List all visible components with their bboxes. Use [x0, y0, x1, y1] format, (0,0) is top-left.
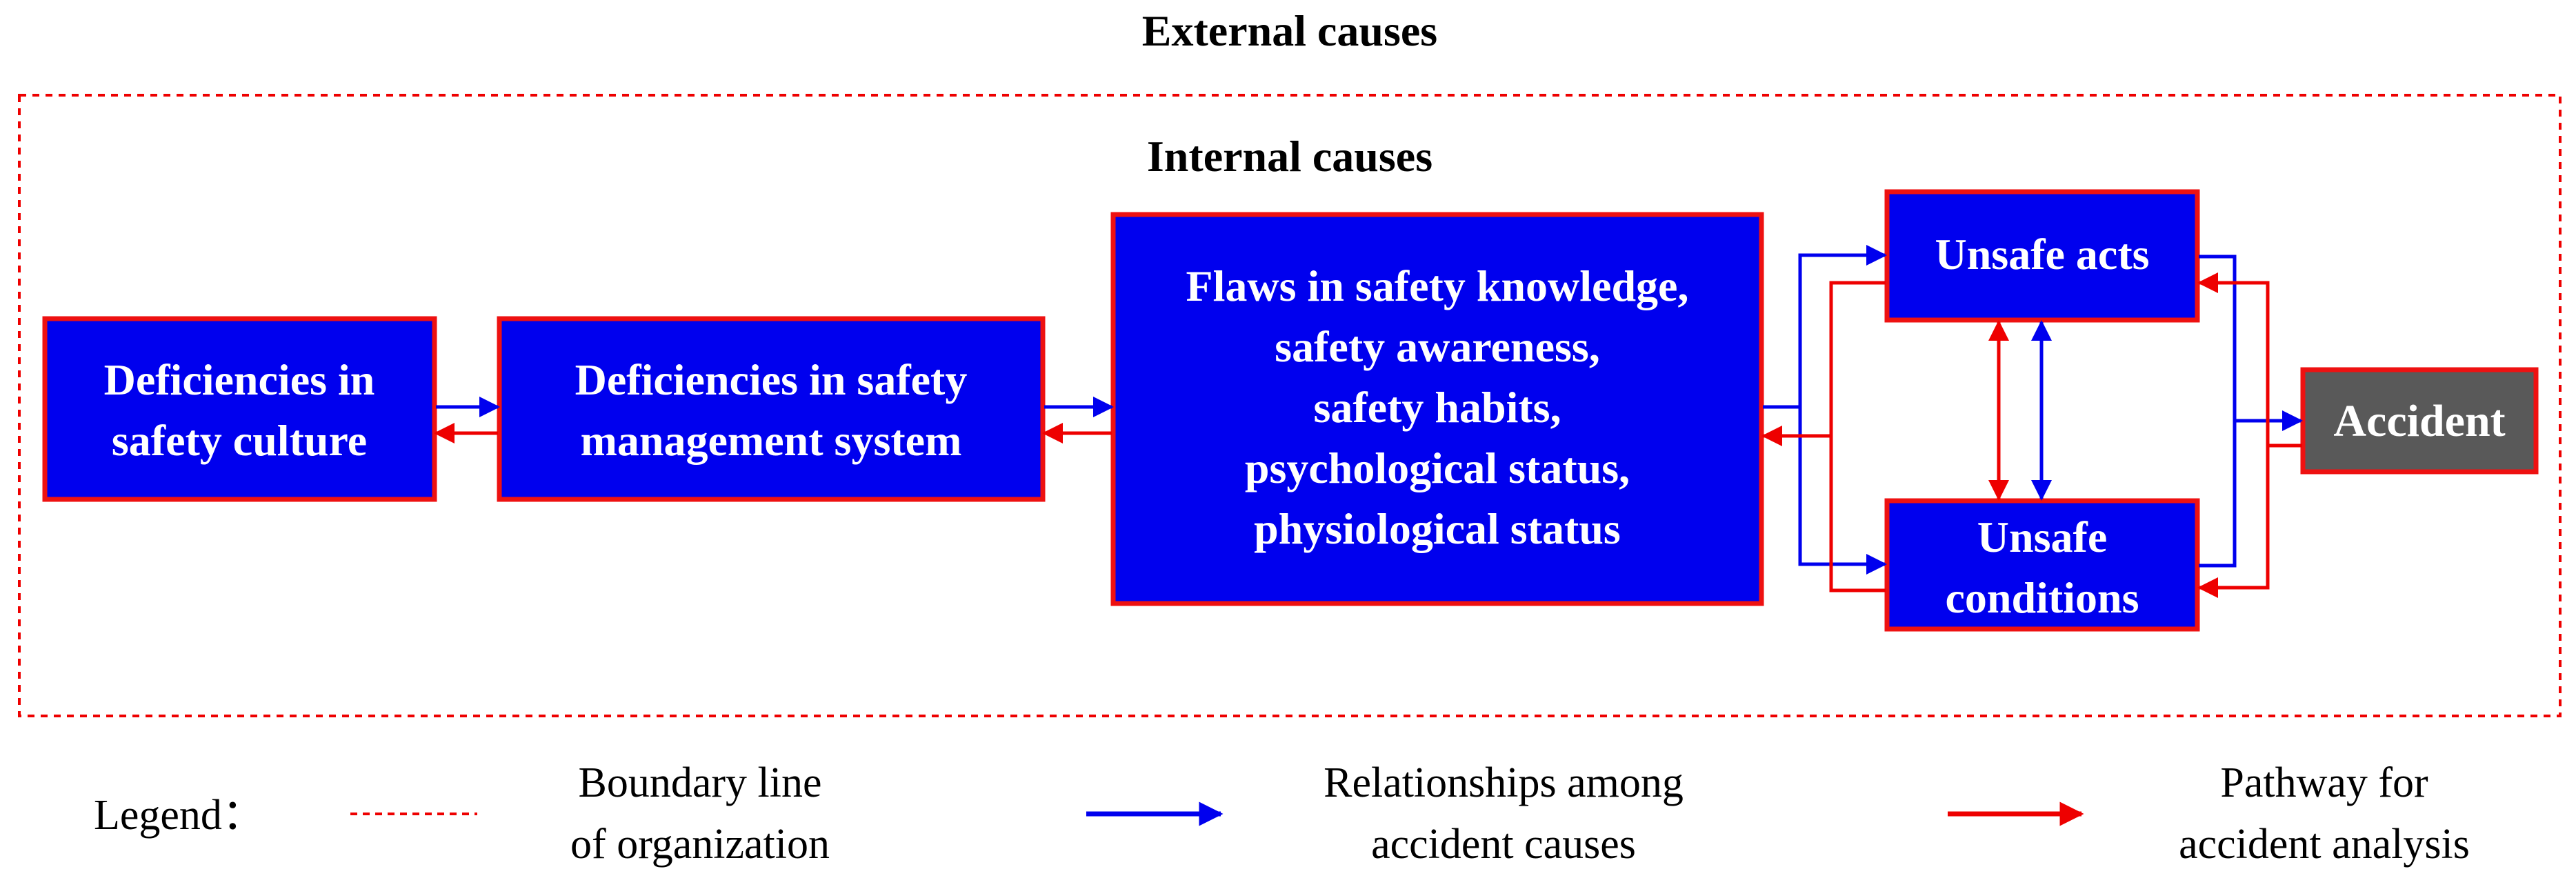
- box-individual-flaws: Flaws in safety knowledge, safety awaren…: [1110, 212, 1764, 606]
- box-safety-culture-line-2: safety culture: [112, 416, 367, 465]
- arrow-flaws-to-unsafe-conditions: [1798, 407, 1887, 575]
- arrow-accident-to-unsafe-conditions: [2197, 446, 2270, 598]
- legend-title: Legend：: [94, 792, 265, 839]
- box-unsafe-conditions: Unsafe conditions: [1884, 498, 2200, 632]
- box-safety-management-line-1: Deficiencies in safety: [575, 355, 968, 404]
- legend-pathway-line-1: Pathway for: [2220, 759, 2428, 806]
- box-flaws-line-1: Flaws in safety knowledge,: [1186, 261, 1689, 310]
- box-accident: Accident: [2300, 367, 2539, 475]
- box-safety-management-line-2: management system: [581, 416, 962, 465]
- box-unsafe-acts: Unsafe acts: [1884, 189, 2200, 323]
- arrow-accident-to-unsafe-acts: [2197, 272, 2302, 448]
- box-safety-culture: Deficiencies in safety culture: [42, 316, 437, 502]
- box-flaws-line-4: psychological status,: [1245, 444, 1630, 492]
- box-flaws-line-2: safety awareness,: [1275, 322, 1600, 371]
- box-unsafe-acts-label: Unsafe acts: [1935, 230, 2149, 279]
- legend-relationships-line-2: accident causes: [1371, 821, 1636, 868]
- arrow-flaws-to-unsafe-acts: [1763, 245, 1887, 409]
- arrow-unsafe-conditions-to-accident: [2199, 421, 2237, 568]
- legend: Legend： Boundary line of organization Re…: [94, 759, 2470, 868]
- box-accident-label: Accident: [2333, 396, 2505, 446]
- legend-boundary-line-1: Boundary line: [579, 759, 822, 806]
- legend-relationships-line-1: Relationships among: [1324, 759, 1684, 806]
- legend-boundary-line-2: of organization: [570, 821, 830, 868]
- box-unsafe-conditions-line-2: conditions: [1946, 573, 2139, 622]
- box-flaws-line-5: physiological status: [1254, 504, 1621, 553]
- arrow-unsafe-acts-to-flaws: [1761, 281, 1886, 446]
- organization-boundary: [18, 94, 2562, 717]
- external-causes-label: External causes: [1142, 6, 1437, 55]
- box-safety-culture-line-1: Deficiencies in: [104, 355, 375, 404]
- box-unsafe-conditions-line-1: Unsafe: [1977, 512, 2107, 561]
- arrow-unsafe-conditions-to-flaws: [1829, 436, 1886, 592]
- box-safety-management: Deficiencies in safety management system: [497, 316, 1046, 502]
- box-flaws-line-3: safety habits,: [1313, 383, 1561, 432]
- legend-pathway-line-2: accident analysis: [2179, 821, 2470, 868]
- internal-causes-label: Internal causes: [1147, 132, 1432, 181]
